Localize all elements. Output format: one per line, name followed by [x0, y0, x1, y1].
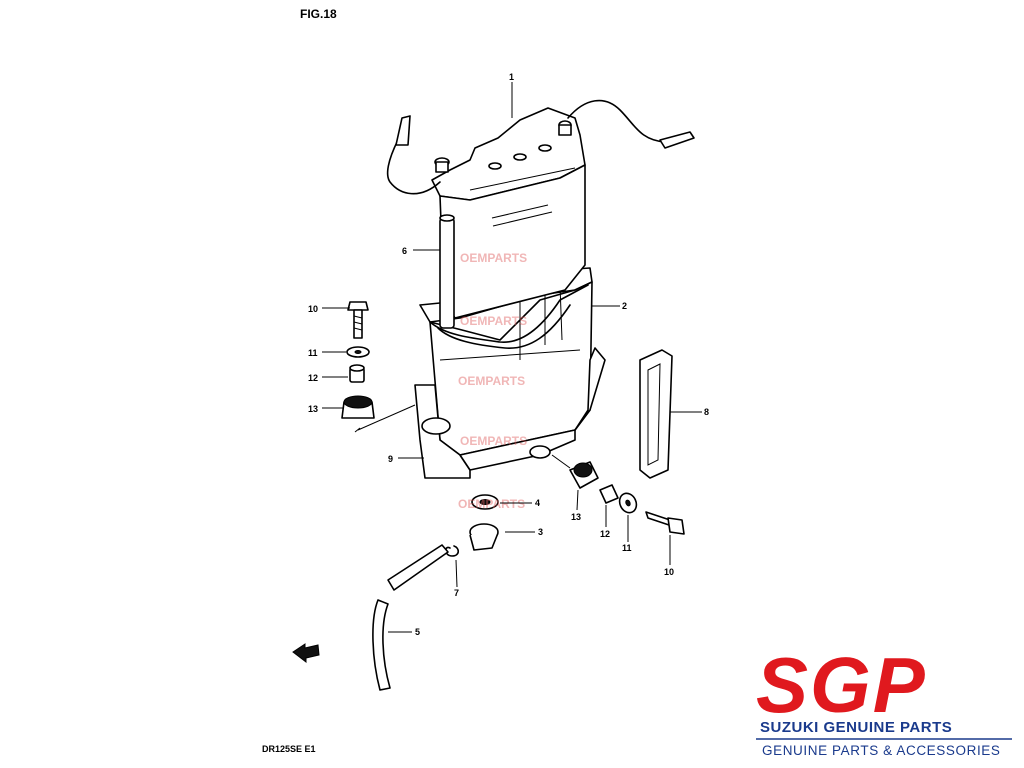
watermark-5: OEMPARTS	[458, 497, 525, 511]
hose-parts-drawing	[372, 494, 499, 691]
watermark-4: OEMPARTS	[460, 434, 527, 448]
front-arrow-icon	[292, 643, 320, 664]
callout-13-left: 13	[308, 404, 318, 414]
watermark-2: OEMPARTS	[460, 314, 527, 328]
model-label: DR125SE E1	[262, 744, 316, 754]
logo-line1: SUZUKI GENUINE PARTS	[760, 719, 952, 736]
callout-11-left: 11	[308, 348, 318, 358]
left-hardware-drawing	[341, 301, 416, 433]
right-hardware-drawing	[551, 454, 685, 535]
callout-11-right: 11	[622, 543, 632, 553]
callout-9: 9	[388, 454, 393, 464]
leader-lines	[322, 82, 702, 633]
callout-4: 4	[535, 498, 540, 508]
watermark-1: OEMPARTS	[460, 251, 527, 265]
callout-7: 7	[454, 588, 459, 598]
band-drawing	[639, 349, 673, 479]
logo-letters: SGP	[756, 641, 927, 729]
callout-10-left: 10	[308, 304, 318, 314]
callout-12-left: 12	[308, 373, 318, 383]
callout-10-right: 10	[664, 567, 674, 577]
breather-tube-drawing	[439, 214, 455, 329]
callout-1: 1	[509, 72, 514, 82]
watermark-3: OEMPARTS	[458, 374, 525, 388]
callout-6: 6	[402, 246, 407, 256]
callout-8: 8	[704, 407, 709, 417]
logo-line2: GENUINE PARTS & ACCESSORIES	[762, 743, 1001, 758]
callout-12-right: 12	[600, 529, 610, 539]
callout-3: 3	[538, 527, 543, 537]
callout-13-right: 13	[571, 512, 581, 522]
sgp-logo: SGP SUZUKI GENUINE PARTS GENUINE PARTS &…	[756, 641, 1012, 758]
callout-5: 5	[415, 627, 420, 637]
bracket-drawing	[414, 347, 606, 479]
callout-2: 2	[622, 301, 627, 311]
battery-drawing	[386, 99, 695, 319]
figure-title: FIG.18	[300, 7, 337, 21]
